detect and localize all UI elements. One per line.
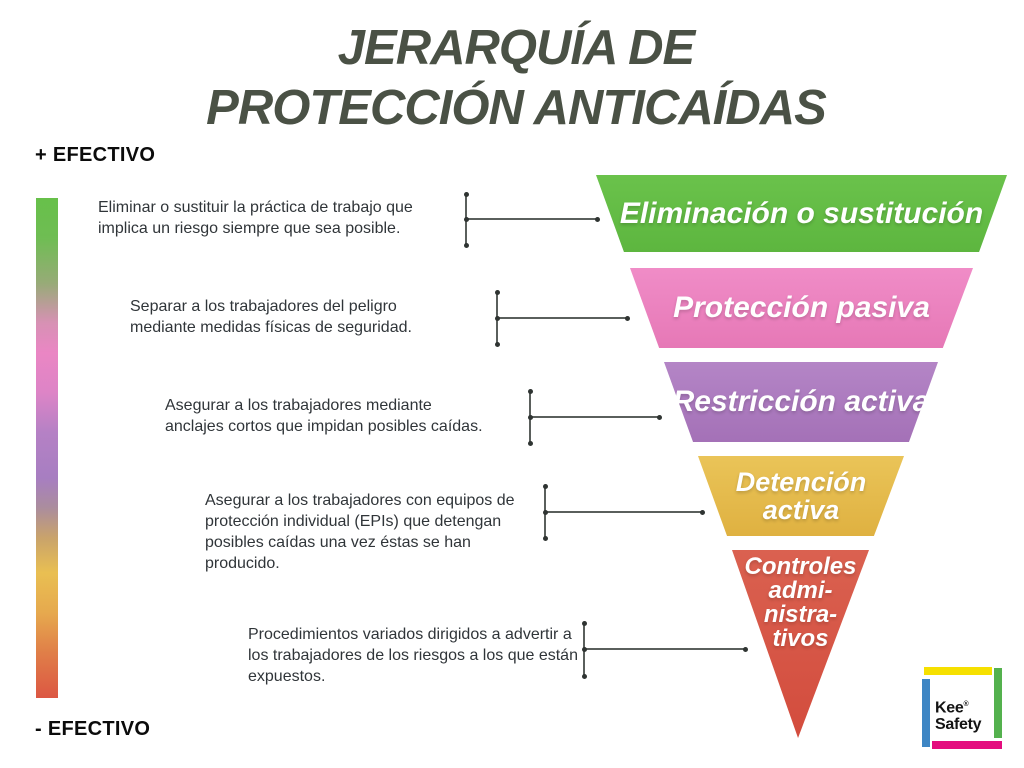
funnel-level-administrative-controls: Controles admi- nistra- tivos <box>732 550 869 738</box>
connector-line <box>545 511 702 513</box>
connector-dot <box>582 621 587 626</box>
level-4-description: Asegurar a los trabajadores con equipos … <box>205 492 515 572</box>
level-3-description: Asegurar a los trabajadores mediante anc… <box>165 397 483 435</box>
connector-dot <box>700 510 705 515</box>
level-1-description: Eliminar o sustituir la práctica de trab… <box>98 199 413 237</box>
connector-dot <box>528 389 533 394</box>
connector-dot <box>464 192 469 197</box>
connector-line <box>466 218 597 220</box>
connector-dot <box>495 342 500 347</box>
funnel-level-4-label: Detención activa <box>735 467 867 525</box>
funnel-level-active-restraint: Restricción activa <box>664 362 938 442</box>
connector-line <box>497 317 627 319</box>
funnel-level-active-arrest: Detención activa <box>698 456 904 536</box>
connector-dot <box>464 217 469 222</box>
connector-line <box>584 648 745 650</box>
connector-dot <box>657 415 662 420</box>
connector-dot <box>543 510 548 515</box>
connector-dot <box>595 217 600 222</box>
effectiveness-bottom-label: - EFECTIVO <box>35 718 151 740</box>
level-5-description: Procedimientos variados dirigidos a adve… <box>248 626 578 685</box>
logo-yellow-bar <box>924 667 992 675</box>
funnel-level-2-label: Protección pasiva <box>673 291 930 324</box>
logo-wordmark: Kee®Safety <box>935 699 982 734</box>
connector-dot <box>625 316 630 321</box>
connector-dot <box>528 441 533 446</box>
connector-dot <box>495 290 500 295</box>
logo-pink-bar <box>932 741 1002 749</box>
logo-blue-bar <box>922 679 930 747</box>
connector-line <box>530 416 659 418</box>
effectiveness-top-label: + EFECTIVO <box>35 144 156 166</box>
level-2-description: Separar a los trabajadores del peligro m… <box>130 298 412 336</box>
logo-green-bar <box>994 668 1002 738</box>
connector-dot <box>582 674 587 679</box>
funnel-level-passive-protection: Protección pasiva <box>630 268 973 348</box>
page-title: JERARQUÍA DE PROTECCIÓN ANTICAÍDAS <box>206 21 827 135</box>
connector-dot <box>528 415 533 420</box>
connector-dot <box>495 316 500 321</box>
registered-mark: ® <box>963 701 969 708</box>
connector-dot <box>464 243 469 248</box>
funnel-level-5-label: Controles admi- nistra- tivos <box>744 553 857 652</box>
connector-dot <box>543 484 548 489</box>
effectiveness-gradient-bar <box>36 198 58 698</box>
funnel-level-1-label: Eliminación o sustitución <box>619 196 984 230</box>
connector-dot <box>743 647 748 652</box>
connector-dot <box>543 536 548 541</box>
connector-dot <box>582 647 587 652</box>
funnel-level-3-label: Restricción activa <box>672 385 930 418</box>
kee-safety-logo: Kee®Safety <box>918 663 1008 757</box>
funnel-level-elimination: Eliminación o sustitución <box>596 175 1007 252</box>
